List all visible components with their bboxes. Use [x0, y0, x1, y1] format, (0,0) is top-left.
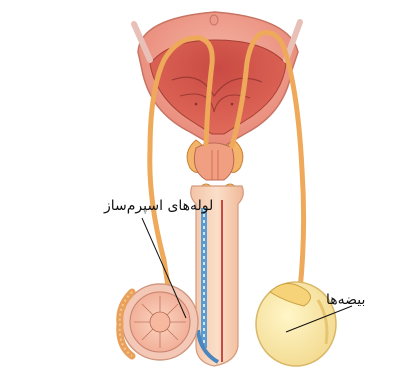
prostate: [194, 143, 233, 180]
right-testis: [256, 282, 336, 366]
seminiferous-tubules-label: لوله‌های اسپرم‌ساز: [104, 198, 213, 214]
testes-label: بیضه‌ها: [326, 292, 365, 308]
left-testis: [120, 284, 198, 360]
